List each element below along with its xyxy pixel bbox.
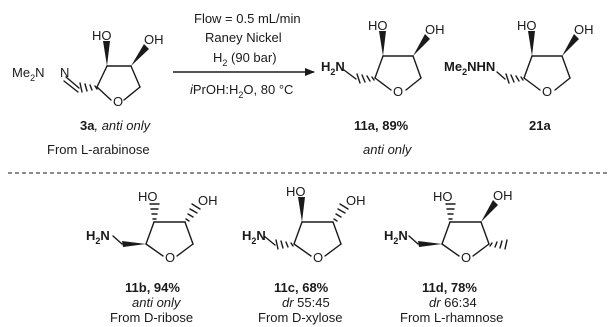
hydroxyl-left-label: HO [368, 18, 388, 33]
starting-material-3a: Me2N N HO OH O 3a, anti only From L-arab… [12, 28, 164, 157]
structure-21a [496, 31, 579, 91]
hydroxyl-left-label: HO [138, 189, 158, 204]
hydrazino-label: Me2NHN [444, 59, 495, 77]
structure-11b [112, 203, 201, 257]
hashed-bond [505, 73, 524, 84]
reaction-conditions: Flow = 0.5 mL/min Raney Nickel H2 (90 ba… [173, 11, 315, 100]
caption-11a: 11a, 89% [354, 118, 409, 133]
hydroxyl-left-label: HO [517, 18, 537, 33]
hashed-bond [445, 203, 456, 220]
source-11d: From L-rhamnose [400, 310, 503, 325]
hydroxyl-left-label: HO [92, 28, 112, 43]
imine-n-label: N [60, 65, 69, 80]
structure-11a [343, 31, 430, 91]
ring-oxygen-label: O [542, 84, 552, 99]
catalyst: Raney Nickel [205, 30, 282, 45]
example-11b: H2N HO OH O 11b, 94% anti only From D-ri… [86, 189, 218, 325]
dr-11d: dr 66:34 [429, 295, 477, 310]
caption-21a: 21a [529, 118, 551, 133]
selectivity-11b: anti only [132, 295, 182, 310]
source-3a: From L-arabinose [47, 142, 150, 157]
selectivity-11a: anti only [363, 142, 413, 157]
structure-3a [63, 41, 149, 101]
hydrogen-pressure: H2 (90 bar) [213, 50, 277, 68]
source-11b: From D-ribose [110, 310, 193, 325]
dr-11c: dr 55:45 [282, 295, 330, 310]
source-11c: From D-xylose [258, 310, 343, 325]
hashed-bond [489, 239, 508, 250]
hydroxyl-left-label: HO [433, 189, 453, 204]
dimethylamino-label: Me2N [12, 65, 44, 83]
hashed-bond [356, 73, 375, 84]
structure-11d [408, 200, 508, 257]
hashed-bond [275, 239, 294, 250]
caption-11b: 11b, 94% [125, 280, 180, 295]
ring-oxygen-label: O [165, 250, 175, 265]
ring-oxygen-label: O [113, 94, 123, 109]
ring-oxygen-label: O [393, 84, 403, 99]
amino-label: H2N [321, 59, 345, 77]
hydroxyl-right-label: OH [425, 22, 445, 37]
structure-11c [263, 197, 349, 257]
hydroxyl-right-label: OH [198, 193, 218, 208]
hydroxyl-right-label: OH [346, 193, 366, 208]
caption-11c: 11c, 68% [274, 280, 329, 295]
flow-rate: Flow = 0.5 mL/min [194, 11, 301, 26]
hydroxyl-right-label: OH [493, 188, 513, 203]
product-11a: H2N HO OH O 11a, 89% anti only [321, 18, 445, 157]
hydroxyl-left-label: HO [286, 184, 306, 199]
hashed-bond [79, 82, 98, 93]
ring-oxygen-label: O [461, 250, 471, 265]
hydroxyl-right-label: OH [574, 22, 594, 37]
caption-3a: 3a, anti only [80, 118, 152, 133]
example-11c: H2N HO OH O 11c, 68% dr 55:45 From D-xyl… [242, 184, 366, 325]
ring-oxygen-label: O [313, 250, 323, 265]
hashed-bond [185, 203, 201, 222]
hashed-bond [149, 203, 160, 220]
amino-label: H2N [242, 228, 266, 246]
product-21a: Me2NHN HO OH O 21a [444, 18, 594, 133]
amino-label: H2N [86, 228, 110, 246]
solvent-temperature: iPrOH:H2O, 80 °C [190, 82, 293, 100]
amino-label: H2N [384, 228, 408, 246]
caption-11d: 11d, 78% [422, 280, 477, 295]
hydroxyl-right-label: OH [144, 32, 164, 47]
example-11d: H2N HO OH O 11d, 78% dr 66:34 From L-rha… [384, 188, 513, 325]
hashed-bond [333, 203, 349, 222]
